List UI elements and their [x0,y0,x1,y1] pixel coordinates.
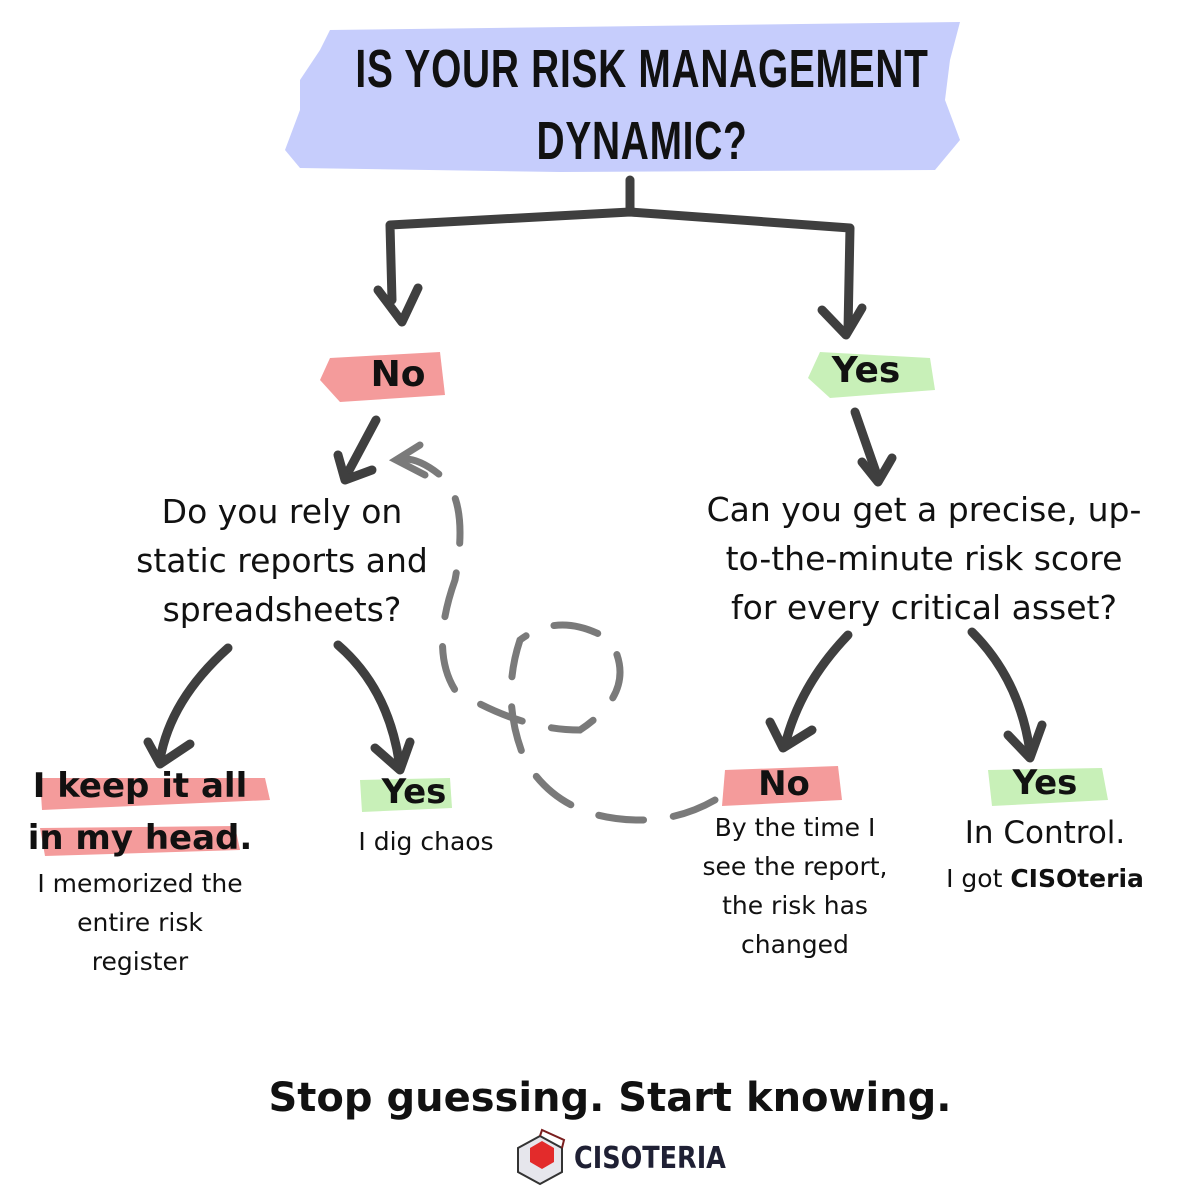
question-line: for every critical asset? [731,588,1117,627]
head-highlight-1 [40,778,270,810]
yes-highlight-top [808,352,935,398]
question-static-reports: Do you rely on static reports and spread… [136,487,428,634]
question-line: static reports and [136,541,428,580]
arrow-head-l1 [143,737,195,769]
outcome-yes-label-right: Yes [1012,763,1078,803]
outcome-text: By the time I [714,813,876,842]
answer-yes-label: Yes [831,350,901,391]
arrow-head-r1 [765,717,817,753]
arrow-head-l2 [370,737,415,775]
answer-no-label: No [370,354,426,395]
head-highlight-2 [40,826,240,856]
footer-brand: CISOTERIA [574,1141,726,1176]
outcome-no-label-right: No [758,764,810,804]
title-line-1: IS YOUR RISK MANAGEMENT [355,39,929,99]
yes-highlight-right [988,768,1108,806]
question-line: to-the-minute risk score [725,539,1123,578]
arrow-head-r2 [1003,720,1047,763]
outcome-yes-label-left: Yes [381,772,447,812]
no-highlight-top [320,352,445,402]
outcome-text: I memorized the [37,869,243,898]
arrow-head-q1 [333,450,377,485]
outcome-text: I got [946,864,1011,893]
outcome-dig-chaos: I dig chaos [358,827,494,856]
cisoteria-logo-icon [517,1128,566,1186]
arrow-head-q2 [857,453,897,487]
outcome-text: entire risk [77,908,203,937]
title-line-2: DYNAMIC? [536,111,748,171]
question-line: Can you get a precise, up- [706,490,1142,529]
footer-tagline: Stop guessing. Start knowing. [268,1075,952,1121]
question-line: Do you rely on [161,492,403,531]
outcome-in-my-head: I keep it all in my head. I memorized th… [28,760,253,981]
brand-name: CISOteria [1010,864,1144,893]
outcome-heading: in my head. [27,818,253,858]
arrow-q1-right [333,640,405,773]
outcome-text: changed [741,930,849,959]
arrow-yes-to-q [850,407,883,483]
outcome-in-control: In Control. [964,815,1126,851]
title-highlight [285,22,960,172]
yes-highlight-left [360,778,452,812]
arrow-q2-left [780,630,853,750]
arrow-head-no [373,283,423,327]
outcome-got-cisoteria: I got CISOteria [946,859,1144,898]
question-risk-score: Can you get a precise, up- to-the-minute… [707,485,1142,632]
arrow-q1-left [155,643,233,765]
outcome-report-outdated: By the time I see the report, the risk h… [702,808,887,964]
dashed-loop-arrow [394,455,719,824]
outcome-text: register [91,947,189,976]
dashed-arrow-head [388,441,429,479]
outcome-text: the risk has [722,891,868,920]
no-highlight-right [722,766,842,806]
arrow-head-yes [817,303,867,340]
arrow-q2-right [967,627,1035,757]
outcome-heading: I keep it all [32,766,248,806]
arrow-branch [385,207,855,335]
outcome-text: see the report, [702,852,888,881]
question-line: spreadsheets? [162,590,402,629]
arrow-no-to-q [340,415,381,483]
